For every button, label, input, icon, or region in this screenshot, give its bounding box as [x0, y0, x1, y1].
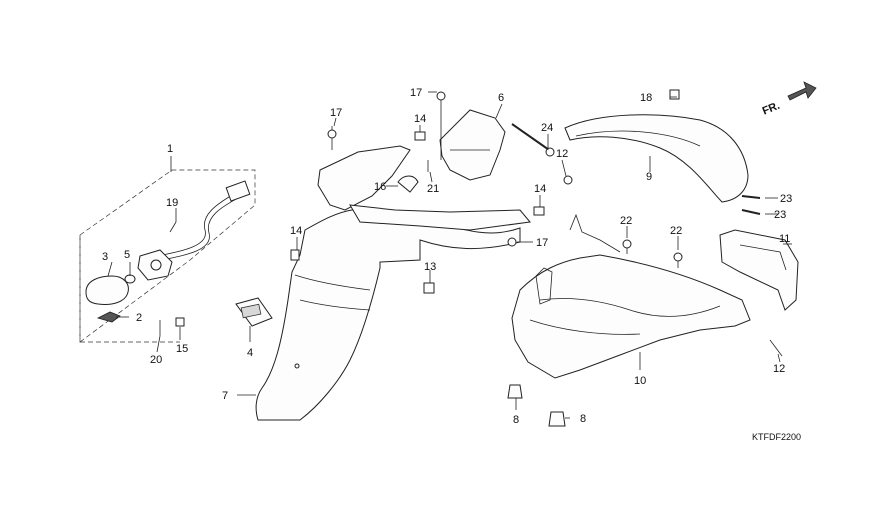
callout-4: 4: [247, 347, 253, 359]
clip-16: [397, 175, 419, 193]
callout-1: 1: [167, 143, 173, 155]
callout-9: 9: [646, 171, 652, 183]
callout-16: 16: [374, 181, 386, 193]
front-direction-indicator: FR.: [761, 81, 817, 118]
callout-21: 21: [427, 183, 439, 195]
splash-guard-group: [563, 89, 761, 215]
clip-8-a: [507, 384, 523, 399]
direction-label: FR.: [761, 100, 782, 118]
callout-14a: 14: [414, 113, 426, 125]
callout-23a: 23: [780, 193, 792, 205]
callout-14b: 14: [290, 225, 302, 237]
callout-12b: 12: [773, 363, 785, 375]
callout-22b: 22: [670, 225, 682, 237]
callout-5: 5: [124, 249, 130, 261]
callout-7: 7: [222, 390, 228, 402]
rear-fender: [255, 208, 521, 421]
taillight-group: [79, 169, 256, 343]
callout-18: 18: [640, 92, 652, 104]
arrow-icon: [787, 81, 817, 101]
lens: [85, 275, 129, 305]
diagram-code: KTFDF2200: [752, 432, 801, 442]
bolt-12-upper: [563, 175, 573, 185]
grommet-14-upper: [414, 131, 426, 141]
callout-3: 3: [102, 251, 108, 263]
inner-fender-group: [507, 206, 783, 427]
callout-14c: 14: [534, 183, 546, 195]
callout-19: 19: [166, 197, 178, 209]
grommet-14: [290, 249, 300, 261]
callout-2: 2: [136, 312, 142, 324]
nut-13: [423, 282, 435, 294]
reflector: [96, 311, 121, 323]
callout-11: 11: [779, 233, 790, 245]
splash-guard: [564, 114, 749, 203]
rear-fender-group: [235, 145, 531, 421]
rear-bracket: [439, 109, 506, 181]
callout-24: 24: [541, 122, 553, 134]
bracket-11: [719, 229, 799, 311]
callout-8b: 8: [580, 413, 586, 425]
leader-lines: [107, 91, 792, 419]
bolt-23-b: [741, 209, 761, 215]
nut-15: [175, 317, 185, 327]
callout-6: 6: [498, 92, 504, 104]
callout-10: 10: [634, 375, 646, 387]
bracket-11-group: [719, 229, 799, 311]
screw-19: [169, 221, 177, 233]
callout-8a: 8: [513, 414, 519, 426]
nut-18: [669, 89, 680, 100]
bolt-12-lower: [769, 339, 783, 357]
callout-17a: 17: [410, 87, 422, 99]
clip-8-b: [548, 411, 566, 427]
callout-17b: 17: [330, 107, 342, 119]
bolt-24: [511, 123, 553, 153]
callout-13: 13: [424, 261, 436, 273]
callout-17c: 17: [536, 237, 548, 249]
callout-20: 20: [150, 354, 162, 366]
upper-bracket: [317, 145, 411, 211]
connector: [225, 180, 251, 202]
grommet-14-mid: [533, 206, 545, 216]
callout-23b: 23: [774, 209, 786, 221]
wire-harness: [147, 194, 233, 259]
callout-12a: 12: [556, 148, 568, 160]
callout-labels: 1 2 3 4 5 6 7 8 8 9 10 11 12 12 13 14 14…: [102, 87, 792, 426]
callout-22a: 22: [620, 215, 632, 227]
bolt-23-a: [741, 195, 761, 199]
callout-15: 15: [176, 343, 188, 355]
rear-bracket-group: [327, 91, 555, 193]
inner-fender: [511, 254, 751, 379]
bolt-17-mid: [507, 237, 517, 247]
